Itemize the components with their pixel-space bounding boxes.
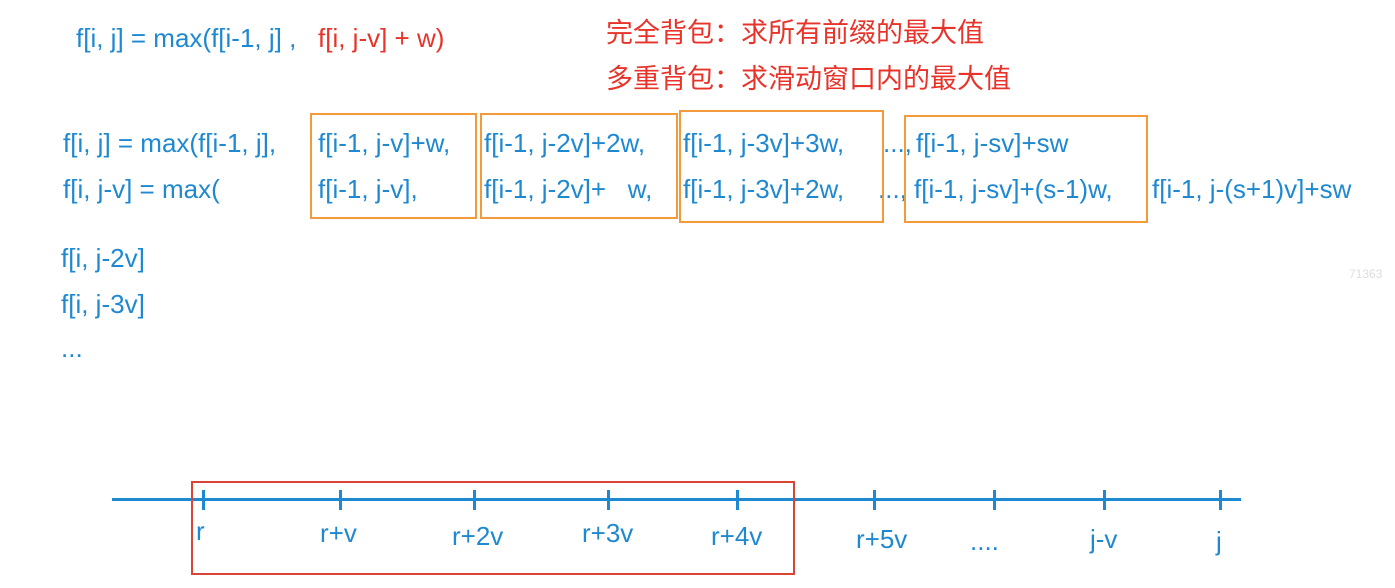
window-box-3: [679, 110, 884, 223]
list-item-2: f[i, j-3v]: [61, 289, 145, 319]
top-formula-blue: f[i, j] = max(f[i-1, j] ,: [76, 23, 297, 53]
row2-term2: f[i-1, j-2v]+ w,: [484, 174, 653, 204]
note-complete-knapsack: 完全背包：求所有前缀的最大值: [606, 18, 984, 48]
label-r-plus-v: r+v: [320, 518, 357, 548]
row2-term1: f[i-1, j-v],: [318, 174, 418, 204]
tick-dots: [993, 490, 996, 510]
list-item-3: ...: [61, 333, 83, 363]
label-j-minus-v: j-v: [1090, 524, 1118, 554]
label-r: r: [196, 516, 205, 546]
tick-r-plus-2v: [473, 490, 476, 510]
tick-r-plus-v: [339, 490, 342, 510]
row1-term3: f[i-1, j-3v]+3w,: [683, 128, 845, 158]
tick-r-plus-3v: [607, 490, 610, 510]
window-box-4: [904, 115, 1148, 223]
row2-term4: f[i-1, j-sv]+(s-1)w,: [914, 174, 1113, 204]
tick-r-plus-5v: [873, 490, 876, 510]
label-r-plus-5v: r+5v: [856, 524, 908, 554]
label-r-plus-4v: r+4v: [711, 521, 763, 551]
window-box-1: [310, 113, 477, 219]
top-formula-red: f[i, j-v] + w): [318, 23, 445, 53]
note-multiple-knapsack: 多重背包：求滑动窗口内的最大值: [606, 64, 1011, 94]
row1-lhs: f[i, j] = max(f[i-1, j],: [63, 128, 277, 158]
label-dots: ....: [970, 526, 999, 556]
tick-r-plus-4v: [736, 490, 739, 510]
list-item-1: f[i, j-2v]: [61, 243, 145, 273]
row1-ellipsis: ...,: [883, 128, 912, 158]
row1-term4: f[i-1, j-sv]+sw: [916, 128, 1069, 158]
row1-term2: f[i-1, j-2v]+2w,: [484, 128, 646, 158]
row1-term1: f[i-1, j-v]+w,: [318, 128, 451, 158]
label-j: j: [1216, 526, 1222, 556]
tick-r: [202, 490, 205, 510]
number-line-axis: [112, 498, 1241, 501]
row2-term5: f[i-1, j-(s+1)v]+sw: [1152, 174, 1352, 204]
window-box-2: [480, 113, 678, 219]
row2-lhs: f[i, j-v] = max(: [63, 174, 220, 204]
sliding-window-box: [191, 481, 795, 575]
tick-j-minus-v: [1103, 490, 1106, 510]
label-r-plus-2v: r+2v: [452, 521, 504, 551]
row2-term3: f[i-1, j-3v]+2w,: [683, 174, 845, 204]
watermark: 71363: [1349, 267, 1383, 281]
tick-j: [1219, 490, 1222, 510]
label-r-plus-3v: r+3v: [582, 518, 634, 548]
